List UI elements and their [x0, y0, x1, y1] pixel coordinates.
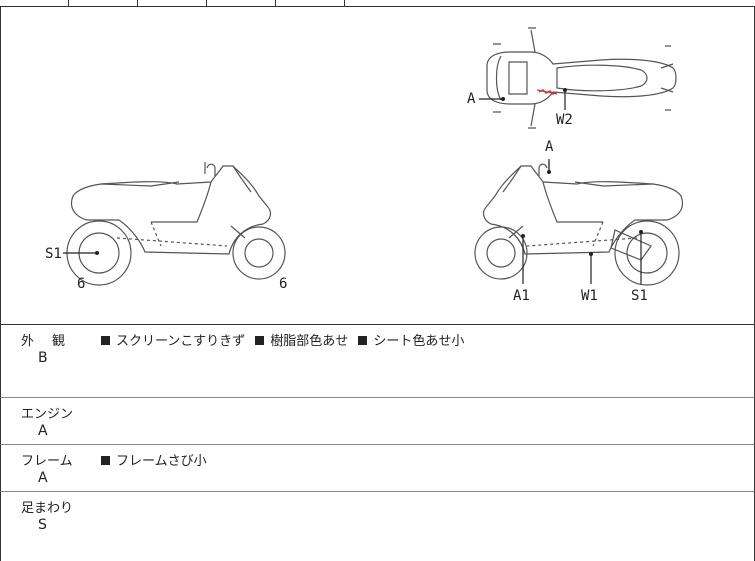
section-category: 外観 — [21, 334, 84, 349]
scooter-diagram-svg: A W2 S1 6 6 A A1 W1 S1 — [45, 27, 684, 304]
strip-cell — [69, 0, 138, 6]
section-engine: エンジン A — [0, 398, 755, 445]
section-category: 足まわり — [21, 501, 74, 516]
marker-w1: W1 — [581, 288, 598, 304]
scooter-left-view — [66, 162, 286, 286]
bullet-square-icon — [255, 336, 265, 345]
section-grade: A — [38, 423, 48, 439]
front-tire-tread: 6 — [279, 276, 287, 292]
section-grade: A — [38, 470, 48, 486]
bullet-square-icon — [101, 456, 110, 465]
note-item: 樹脂部色あせ — [270, 334, 349, 349]
rear-tire-tread: 6 — [77, 276, 85, 292]
note-item: シート色あせ小 — [373, 334, 465, 349]
bullet-square-icon — [358, 336, 368, 345]
bullet-square-icon — [101, 336, 110, 345]
note-item: フレームさび小 — [116, 454, 207, 469]
section-category: エンジン — [21, 407, 74, 422]
scooter-top-view — [486, 27, 677, 129]
section-notes: フレームさび小 — [101, 450, 213, 469]
section-notes: スクリーンこすりきず 樹脂部色あせ シート色あせ小 — [101, 330, 470, 349]
strip-cell — [207, 0, 276, 6]
scooter-right-view — [474, 162, 684, 286]
marker-w2: W2 — [556, 112, 573, 128]
note-item: スクリーンこすりきず — [116, 334, 246, 349]
marker-a-top: A — [467, 91, 476, 107]
damage-diagram: A W2 S1 6 6 A A1 W1 S1 — [0, 6, 755, 325]
section-grade: B — [38, 350, 48, 366]
section-exterior: 外観 B スクリーンこすりきず 樹脂部色あせ シート色あせ小 — [0, 325, 755, 398]
section-grade: S — [38, 517, 47, 533]
marker-s1-right: S1 — [631, 288, 648, 304]
marker-s1-left: S1 — [45, 246, 62, 262]
section-suspension: 足まわり S — [0, 492, 755, 561]
strip-cell — [276, 0, 345, 6]
marker-a-right: A — [545, 139, 554, 155]
strip-cell — [138, 0, 207, 6]
strip-cell — [0, 0, 69, 6]
section-frame: フレーム A フレームさび小 — [0, 445, 755, 492]
section-category: フレーム — [21, 454, 73, 469]
marker-a1: A1 — [513, 288, 530, 304]
top-table-strip — [0, 0, 755, 7]
